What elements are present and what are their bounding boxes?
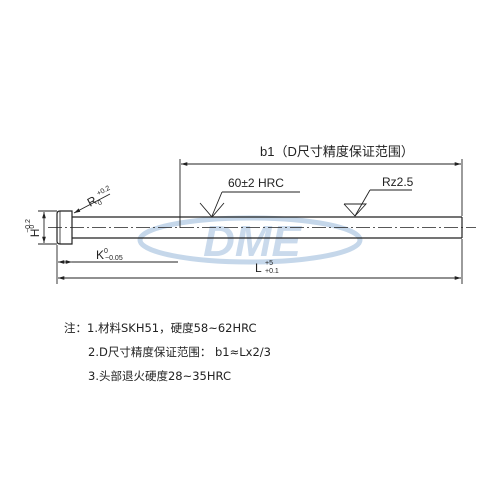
hardness-label: 60±2 HRC — [228, 176, 284, 190]
b1-label: b1（D尺寸精度保证范围） — [260, 144, 414, 159]
watermark-swoosh — [137, 215, 363, 265]
note-item-1: 注：1.材料SKH51，硬度58~62HRC — [64, 316, 271, 340]
hardness-leader-line — [211, 191, 223, 217]
note-item-2: 2.D尺寸精度保证范围： b1≈Lx2/3 — [88, 345, 271, 359]
k-dimension — [56, 245, 178, 268]
l-tolerance-lower: +0.1 — [265, 268, 279, 275]
roughness-leader — [354, 189, 371, 217]
l-label: L — [255, 261, 262, 275]
b1-dimension — [179, 159, 463, 228]
k-tolerance-lower: −0.05 — [105, 255, 123, 262]
hardness-leader — [199, 191, 300, 218]
h-dimension — [38, 210, 57, 245]
radius-leader — [73, 193, 111, 214]
notes-block: 注：1.材料SKH51，硬度58~62HRC 2.D尺寸精度保证范围： b1≈L… — [64, 316, 271, 388]
radius-note — [73, 193, 111, 214]
k-label: K0 — [96, 248, 108, 262]
watermark: DME — [137, 215, 363, 266]
roughness-symbol — [343, 189, 412, 217]
l-dimension — [56, 239, 463, 284]
roughness-label: Rz2.5 — [382, 175, 414, 189]
h-label: H0 — [28, 225, 42, 238]
radius-label: R0+0.2 — [85, 185, 116, 212]
hardness-tick-mark — [199, 202, 225, 218]
note-item-3: 3.头部退火硬度28~35HRC — [88, 369, 231, 383]
watermark-text: DME — [203, 217, 302, 266]
l-tolerance-upper: +5 — [265, 260, 273, 267]
h-tolerance-lower: −0.2 — [25, 219, 32, 233]
notes-prefix: 注： — [64, 321, 87, 335]
pin-body — [48, 210, 476, 245]
roughness-triangle — [343, 203, 368, 217]
note-text-1: 1.材料SKH51，硬度58~62HRC — [87, 321, 257, 335]
